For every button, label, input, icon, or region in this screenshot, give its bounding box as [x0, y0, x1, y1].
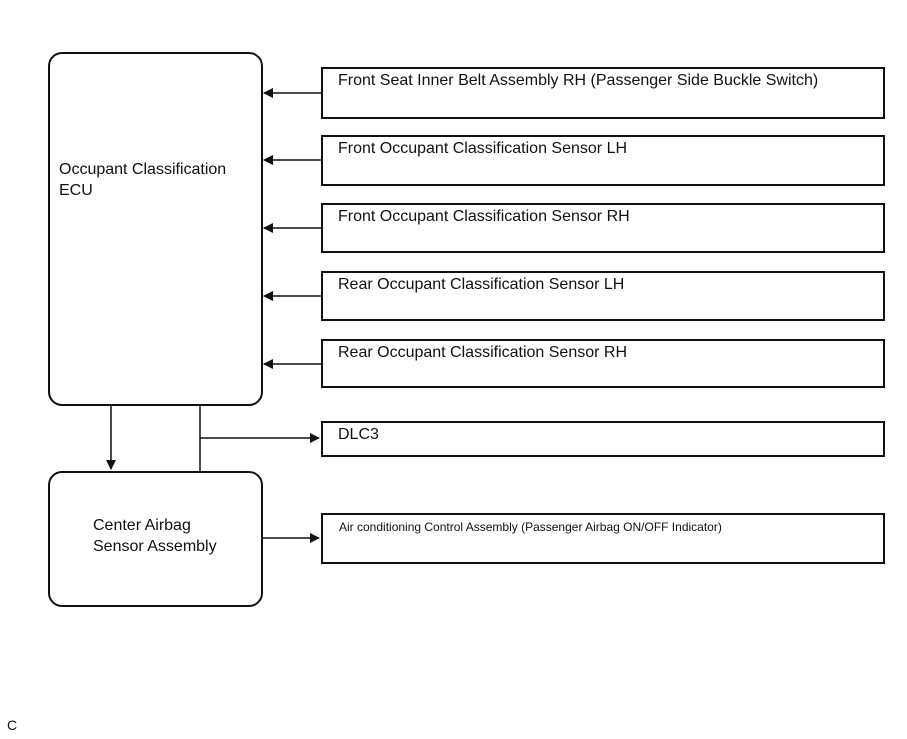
airbag-sensor-label: Center Airbag Sensor Assembly	[93, 517, 217, 555]
ac-control-assembly-box: Air conditioning Control Assembly (Passe…	[321, 513, 885, 564]
front-sensor-rh-box: Front Occupant Classification Sensor RH	[321, 203, 885, 253]
figure-code: C	[7, 717, 18, 733]
front-sensor-rh-label: Front Occupant Classification Sensor RH	[338, 208, 630, 225]
buckle-switch-box: Front Seat Inner Belt Assembly RH (Passe…	[321, 67, 885, 119]
ecu-label: Occupant Classification ECU	[59, 161, 227, 199]
rear-sensor-rh-label: Rear Occupant Classification Sensor RH	[338, 344, 628, 361]
dlc3-box: DLC3	[321, 421, 885, 457]
rear-sensor-rh-box: Rear Occupant Classification Sensor RH	[321, 339, 885, 388]
front-sensor-lh-label: Front Occupant Classification Sensor LH	[338, 140, 628, 157]
dlc3-label: DLC3	[338, 426, 379, 443]
rear-sensor-lh-label: Rear Occupant Classification Sensor LH	[338, 276, 625, 293]
buckle-switch-label: Front Seat Inner Belt Assembly RH (Passe…	[338, 72, 819, 89]
occupant-classification-ecu-box: Occupant Classification ECU	[48, 52, 263, 406]
ac-control-assembly-label: Air conditioning Control Assembly (Passe…	[339, 520, 722, 534]
rear-sensor-lh-box: Rear Occupant Classification Sensor LH	[321, 271, 885, 321]
center-airbag-sensor-box: Center Airbag Sensor Assembly	[48, 471, 263, 607]
front-sensor-lh-box: Front Occupant Classification Sensor LH	[321, 135, 885, 186]
